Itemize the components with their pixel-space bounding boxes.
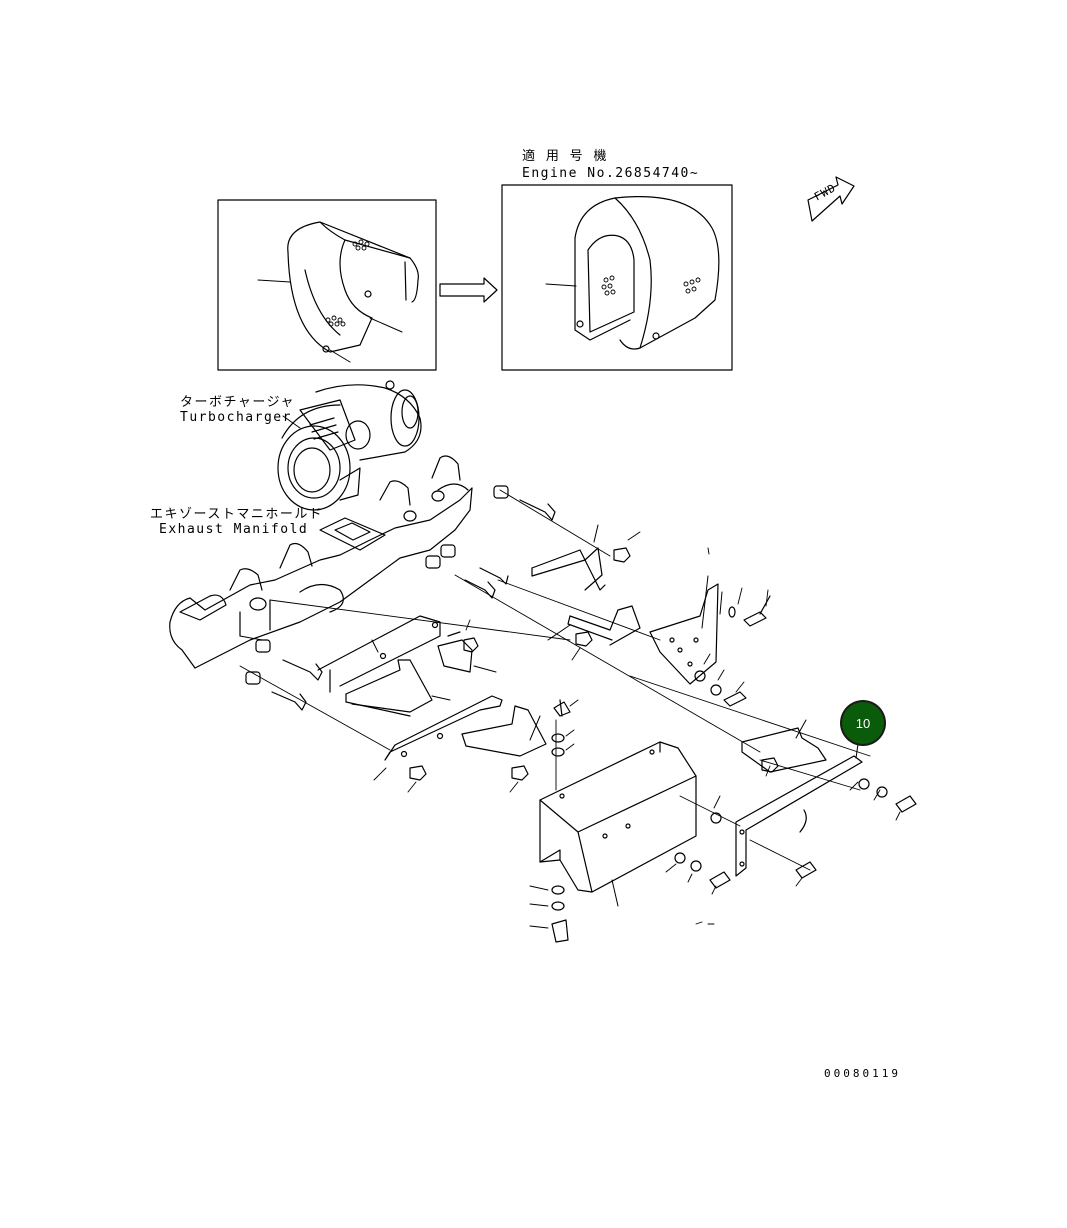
washer xyxy=(710,684,722,696)
exhaust-manifold-label-jp: エキゾーストマニホールド xyxy=(150,507,324,522)
hardware xyxy=(409,547,917,943)
stud-bolt xyxy=(479,567,509,585)
bracket-small xyxy=(437,631,497,673)
nut xyxy=(463,637,479,653)
spacer xyxy=(255,639,271,653)
spacer xyxy=(440,544,456,558)
old-heat-shield xyxy=(257,221,419,363)
stud-bolt xyxy=(271,691,307,711)
applicability-label-en: Engine No.26854740~ xyxy=(522,166,700,181)
part-callout-number: 10 xyxy=(855,715,871,731)
assembly-lines xyxy=(239,489,871,871)
bracket-rear xyxy=(741,719,827,773)
washer xyxy=(694,670,706,682)
washer xyxy=(710,812,722,824)
exhaust-manifold xyxy=(169,455,473,669)
bolt xyxy=(795,861,817,879)
vent-holes-top xyxy=(352,239,370,251)
bolt xyxy=(709,871,731,889)
bracket-upper xyxy=(531,524,606,591)
bracket-middle xyxy=(547,605,641,646)
nut xyxy=(409,765,427,781)
bracket-u-right xyxy=(461,705,547,757)
bracket-long xyxy=(384,695,503,761)
nut xyxy=(575,631,593,647)
nut xyxy=(613,547,631,563)
bolt xyxy=(553,699,571,717)
spacer xyxy=(245,671,261,685)
washer xyxy=(674,852,686,864)
detail-box-old-cover xyxy=(217,199,437,371)
new-heat-shield xyxy=(545,196,720,350)
part-callout-10[interactable]: 10 xyxy=(842,702,884,744)
turbocharger xyxy=(277,380,422,511)
turbocharger-label-en: Turbocharger xyxy=(180,410,292,425)
washer xyxy=(551,901,565,911)
fwd-direction-indicator xyxy=(807,176,855,222)
washer xyxy=(551,747,565,757)
bracket-left xyxy=(317,615,441,693)
spacer xyxy=(493,485,509,499)
leader-lines xyxy=(373,531,901,929)
rear-plate-item-10 xyxy=(735,743,863,877)
transition-arrow xyxy=(439,277,498,303)
spacer xyxy=(425,555,441,569)
washer xyxy=(551,733,565,743)
drawing-number: 00080119 xyxy=(824,1067,901,1080)
turbocharger-label-jp: ターボチャージャ xyxy=(180,395,295,410)
nut xyxy=(761,757,779,773)
bolt xyxy=(743,595,771,627)
mounting-plate xyxy=(649,575,723,685)
washer xyxy=(858,778,870,790)
vent-holes-new-b xyxy=(683,277,701,294)
stud-bolt xyxy=(464,579,496,599)
washer xyxy=(690,860,702,872)
detail-box-new-cover xyxy=(501,184,733,371)
bracket-u-left xyxy=(345,659,451,717)
washer xyxy=(728,606,736,618)
vent-holes-new-a xyxy=(601,275,616,296)
manifold-studs xyxy=(245,485,556,711)
heat-shield-main xyxy=(539,741,697,907)
nut xyxy=(511,765,529,781)
bolt xyxy=(723,691,747,707)
bolt xyxy=(551,919,569,943)
stud-bolt xyxy=(282,659,323,681)
vent-holes-side xyxy=(325,315,346,327)
applicability-label-jp: 適 用 号 機 xyxy=(522,149,608,164)
stud-bolt xyxy=(519,499,556,521)
washer xyxy=(551,885,565,895)
washer xyxy=(876,786,888,798)
exhaust-manifold-label-en: Exhaust Manifold xyxy=(159,522,309,537)
bolt xyxy=(895,795,917,813)
